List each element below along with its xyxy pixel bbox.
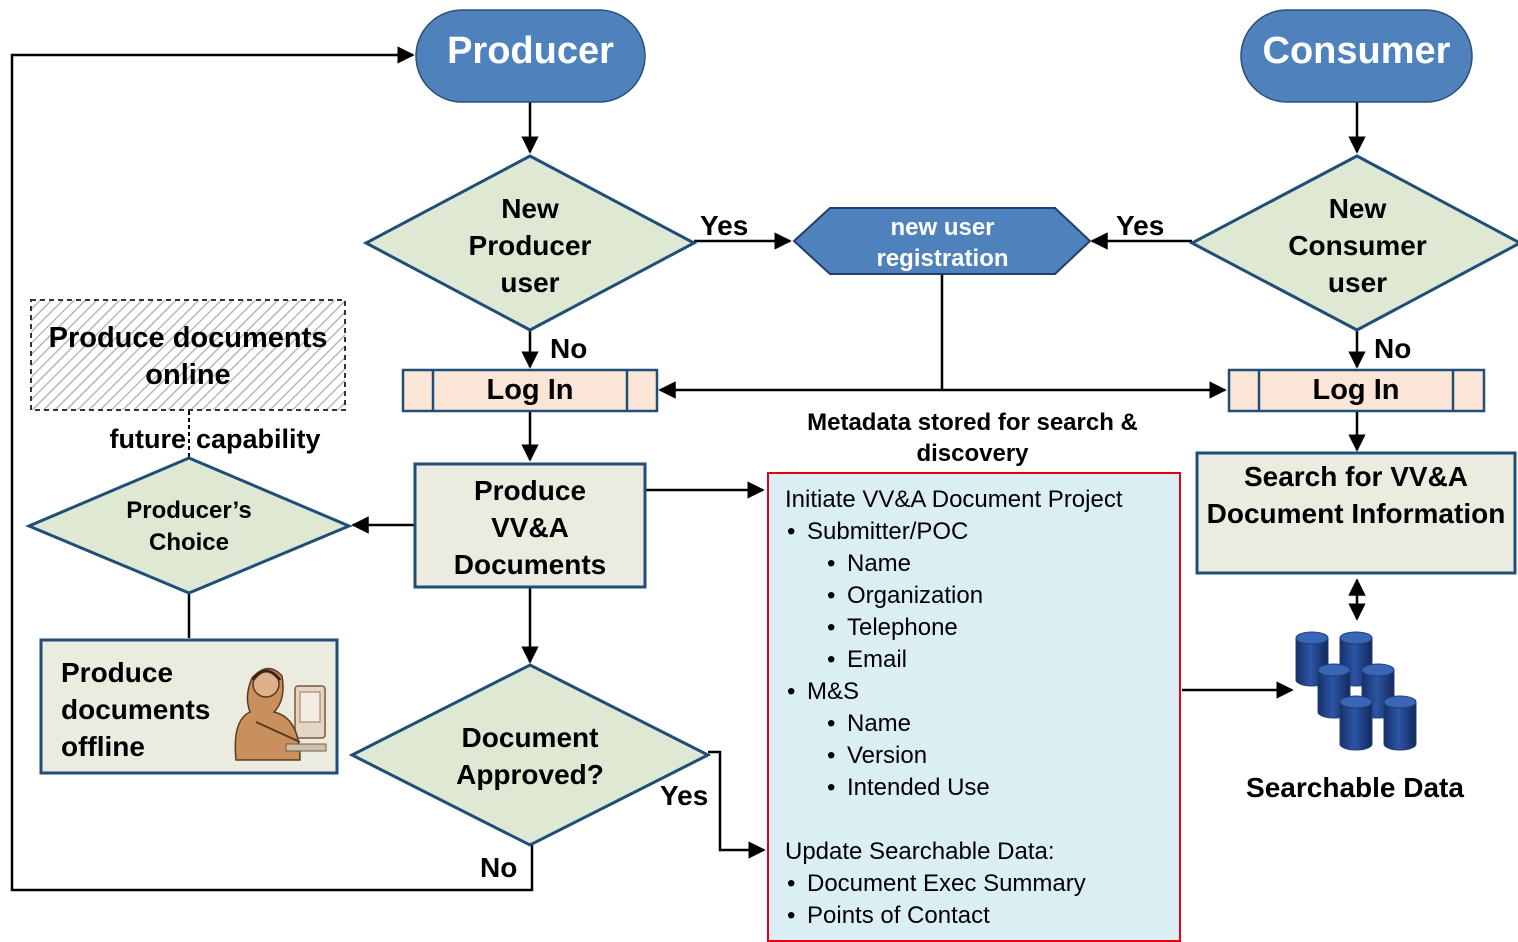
new-consumer-decision-label: New Consumer user: [1288, 193, 1427, 298]
produce-docs-label[interactable]: Produce VV&A Documents: [453, 475, 607, 580]
consumer-terminal: [1240, 9, 1473, 103]
consumer-title[interactable]: Consumer: [1262, 30, 1451, 72]
metadata-submitter-item: Organization: [785, 580, 1179, 612]
metadata-update-heading: Update Searchable Data:: [785, 838, 1055, 865]
approval-no-label: No: [480, 852, 518, 883]
offline-box-label: Produce documents offline: [61, 657, 211, 762]
approval-yes-label: Yes: [660, 780, 709, 811]
person-at-computer-icon: [234, 667, 327, 761]
metadata-spacer: [785, 804, 1179, 836]
new-consumer-decision-shape: [1188, 154, 1518, 332]
approval-decision-shape: [348, 663, 712, 847]
future-label-part2: capability: [196, 424, 321, 454]
login-right-box[interactable]: [1227, 368, 1486, 413]
new-producer-decision-label: New Producer user: [468, 193, 592, 298]
metadata-submitter-item: Telephone: [785, 612, 1179, 644]
approval-label: Document Approved?: [456, 722, 604, 790]
yes-right-label: Yes: [1116, 210, 1165, 241]
online-box-label: Produce documents online: [48, 322, 328, 391]
metadata-ms-item: Intended Use: [785, 772, 1179, 804]
future-label-part1: future: [109, 424, 187, 454]
connectors: [10, 46, 1366, 892]
metadata-caption: Metadata stored for search & discovery: [807, 409, 1138, 467]
registration-label[interactable]: new user registration: [876, 214, 1009, 272]
metadata-heading: Initiate VV&A Document Project: [785, 486, 1123, 513]
yes-left-label: Yes: [700, 210, 749, 241]
produce-docs-box-shape: [413, 462, 647, 589]
metadata-submitter-item: Name: [785, 548, 1179, 580]
no-right-label: No: [1374, 333, 1412, 364]
metadata-update-item: Points of Contact: [785, 900, 1179, 932]
metadata-ms-item: Name: [785, 708, 1179, 740]
producers-choice-label: Producer’s Choice: [126, 497, 252, 556]
registration-hexagon: [792, 207, 1092, 275]
online-box-shape: [30, 299, 346, 411]
producers-choice-decision-shape: [25, 456, 353, 595]
metadata-submitter: Submitter/POC: [785, 516, 1179, 548]
database-cluster-icon: [1295, 631, 1417, 751]
search-box-label[interactable]: Search for VV&A Document Information: [1206, 461, 1506, 529]
database-cylinder: [1383, 695, 1417, 751]
metadata-box: Initiate VV&A Document Project Submitter…: [767, 472, 1181, 942]
login-right-label[interactable]: Log In: [1312, 374, 1400, 406]
metadata-ms: M&S: [785, 676, 1179, 708]
search-box-shape: [1195, 451, 1517, 575]
login-left-box[interactable]: [401, 368, 659, 413]
metadata-update-item: Document Exec Summary: [785, 868, 1179, 900]
searchable-data-label: Searchable Data: [1246, 772, 1464, 803]
arrow-no-loop-to-producer: [10, 46, 534, 892]
metadata-submitter-item: Email: [785, 644, 1179, 676]
database-cylinder: [1339, 695, 1373, 751]
producer-terminal: [415, 9, 646, 103]
producer-title[interactable]: Producer: [447, 30, 614, 72]
arrow-yes-to-metadata: [708, 750, 766, 859]
metadata-ms-item: Version: [785, 740, 1179, 772]
login-left-label[interactable]: Log In: [486, 374, 574, 406]
new-producer-decision-shape: [362, 154, 698, 332]
no-left-label: No: [550, 333, 588, 364]
